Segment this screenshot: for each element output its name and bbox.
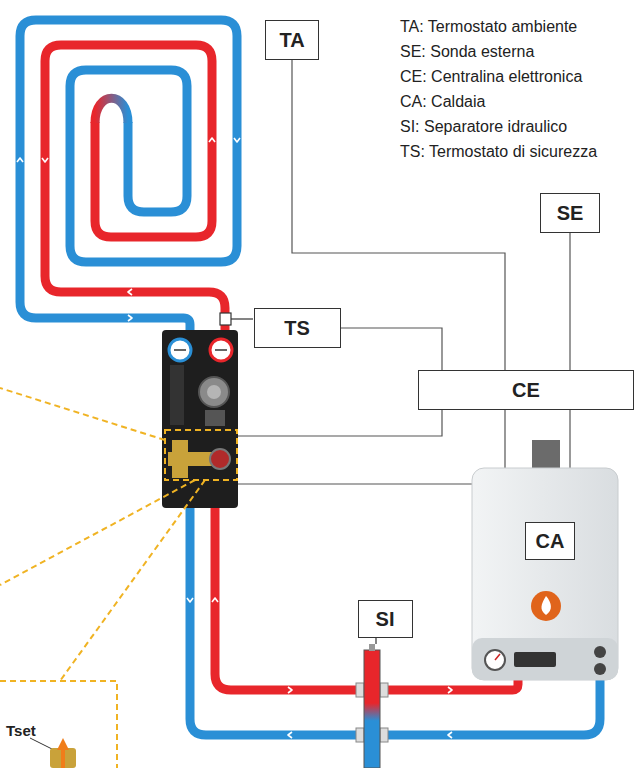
flow-arrow <box>288 732 292 738</box>
pipe <box>20 20 237 331</box>
pipe <box>95 98 128 123</box>
box-label: SE <box>557 202 584 225</box>
flow-arrow <box>42 158 48 162</box>
label-box: SE <box>540 193 600 233</box>
legend-entry: CE: Centralina elettronica <box>400 68 582 86</box>
control-wire <box>341 328 443 370</box>
legend-entry: TA: Termostato ambiente <box>400 18 577 36</box>
legend-entry: SI: Separatore idraulico <box>400 118 567 136</box>
box-label: TS <box>284 317 310 340</box>
pipe <box>380 679 600 735</box>
pump-group <box>162 330 238 508</box>
boiler <box>472 440 618 680</box>
flow-arrow <box>187 598 193 602</box>
flow-arrow <box>128 289 132 295</box>
pipe <box>45 45 225 331</box>
leader-line <box>375 638 376 644</box>
part-label: Tset <box>6 722 36 739</box>
flow-arrow <box>448 732 452 738</box>
callout-lines <box>0 388 205 768</box>
flow-arrow <box>288 687 292 693</box>
legend-entry: CA: Caldaia <box>400 93 485 111</box>
pipe <box>190 507 364 735</box>
hydraulic-separator <box>356 644 388 768</box>
box-label: CA <box>536 530 565 553</box>
flow-arrow <box>209 138 215 142</box>
flow-arrow <box>448 687 452 693</box>
control-wire <box>569 233 570 370</box>
label-box: TS <box>254 308 341 348</box>
label-box: CE <box>418 370 634 410</box>
sensor <box>220 313 253 325</box>
legend-entry: SE: Sonda esterna <box>400 43 534 61</box>
box-label: TA <box>279 29 304 52</box>
label-box: CA <box>525 522 575 560</box>
control-wire <box>238 410 505 484</box>
label-box: TA <box>265 20 319 60</box>
flow-arrow <box>17 158 23 162</box>
valve-detail <box>30 738 76 768</box>
legend-entry: TS: Termostato di sicurezza <box>400 143 597 161</box>
pipe <box>215 507 364 690</box>
box-label: CE <box>512 379 540 402</box>
label-box: SI <box>358 600 413 638</box>
flow-arrow <box>234 138 240 142</box>
flow-arrow <box>212 598 218 602</box>
box-label: SI <box>376 608 395 631</box>
flow-arrow <box>128 315 132 321</box>
